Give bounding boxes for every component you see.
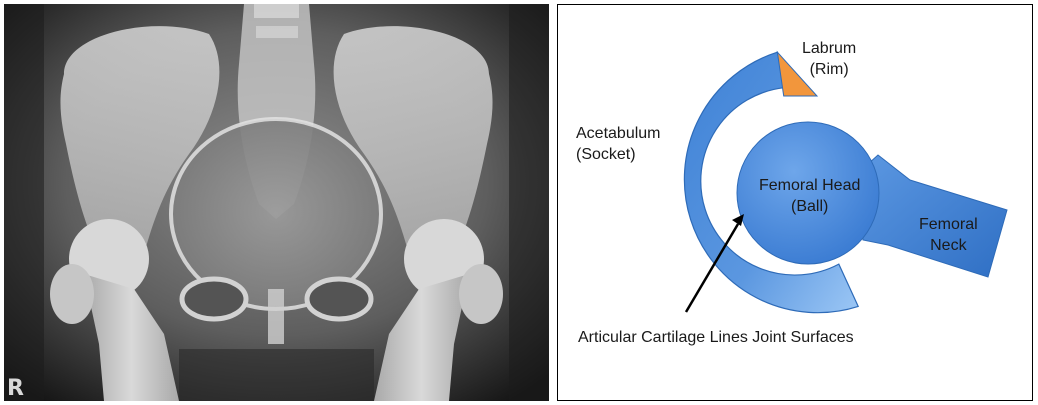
acetabulum-label: Acetabulum (Socket) xyxy=(576,123,661,165)
articular-cartilage-caption: Articular Cartilage Lines Joint Surfaces xyxy=(578,327,854,348)
femoral-neck-label: Femoral Neck xyxy=(919,214,978,256)
labrum-label: Labrum (Rim) xyxy=(802,38,856,80)
xray-drawing xyxy=(4,4,549,401)
hip-joint-diagram: Labrum (Rim) Acetabulum (Socket) Femoral… xyxy=(557,4,1033,401)
pelvis-xray-image: R xyxy=(4,4,549,401)
side-marker-r: R xyxy=(7,378,24,400)
femoral-head-label: Femoral Head (Ball) xyxy=(759,175,860,217)
